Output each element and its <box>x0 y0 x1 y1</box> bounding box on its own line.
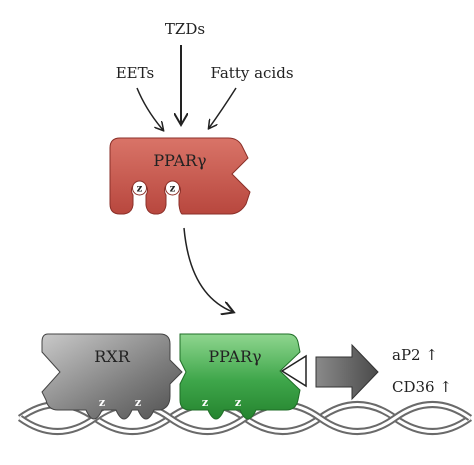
tzds-label: TZDs <box>165 20 205 38</box>
fatty-acids-arrow <box>209 87 237 128</box>
zinc-label: z <box>170 184 176 195</box>
translocation-arrow <box>183 227 233 312</box>
output-arrow-icon <box>315 343 379 401</box>
eets-arrow <box>136 87 163 130</box>
zinc-finger-icon <box>132 180 147 196</box>
ppar-top-shape <box>109 137 251 215</box>
cd36-label: CD36 ↑ <box>392 378 452 396</box>
zinc-finger-icon <box>165 180 180 196</box>
rxr-receptor: RXR z z <box>41 333 183 420</box>
ligand-triangle-icon <box>280 354 307 388</box>
ap2-label: aP2 ↑ <box>392 346 438 364</box>
zinc-label: z <box>99 396 105 409</box>
zinc-label: z <box>137 184 143 195</box>
rxr-label: RXR <box>94 347 130 366</box>
ppar-gamma-complex-receptor: PPARγ z z <box>179 333 301 420</box>
eets-label: EETs <box>116 64 155 82</box>
ppar-complex-label: PPARγ <box>208 347 261 366</box>
zinc-label: z <box>135 396 141 409</box>
rxr-shape <box>41 333 183 420</box>
ppar-gamma-receptor: z z PPARγ <box>109 137 251 215</box>
ppar-top-label: PPARγ <box>153 151 206 170</box>
fatty-acids-label: Fatty acids <box>210 64 293 82</box>
ppar-complex-shape <box>179 333 301 420</box>
zinc-label: z <box>202 396 208 409</box>
zinc-label: z <box>235 396 241 409</box>
